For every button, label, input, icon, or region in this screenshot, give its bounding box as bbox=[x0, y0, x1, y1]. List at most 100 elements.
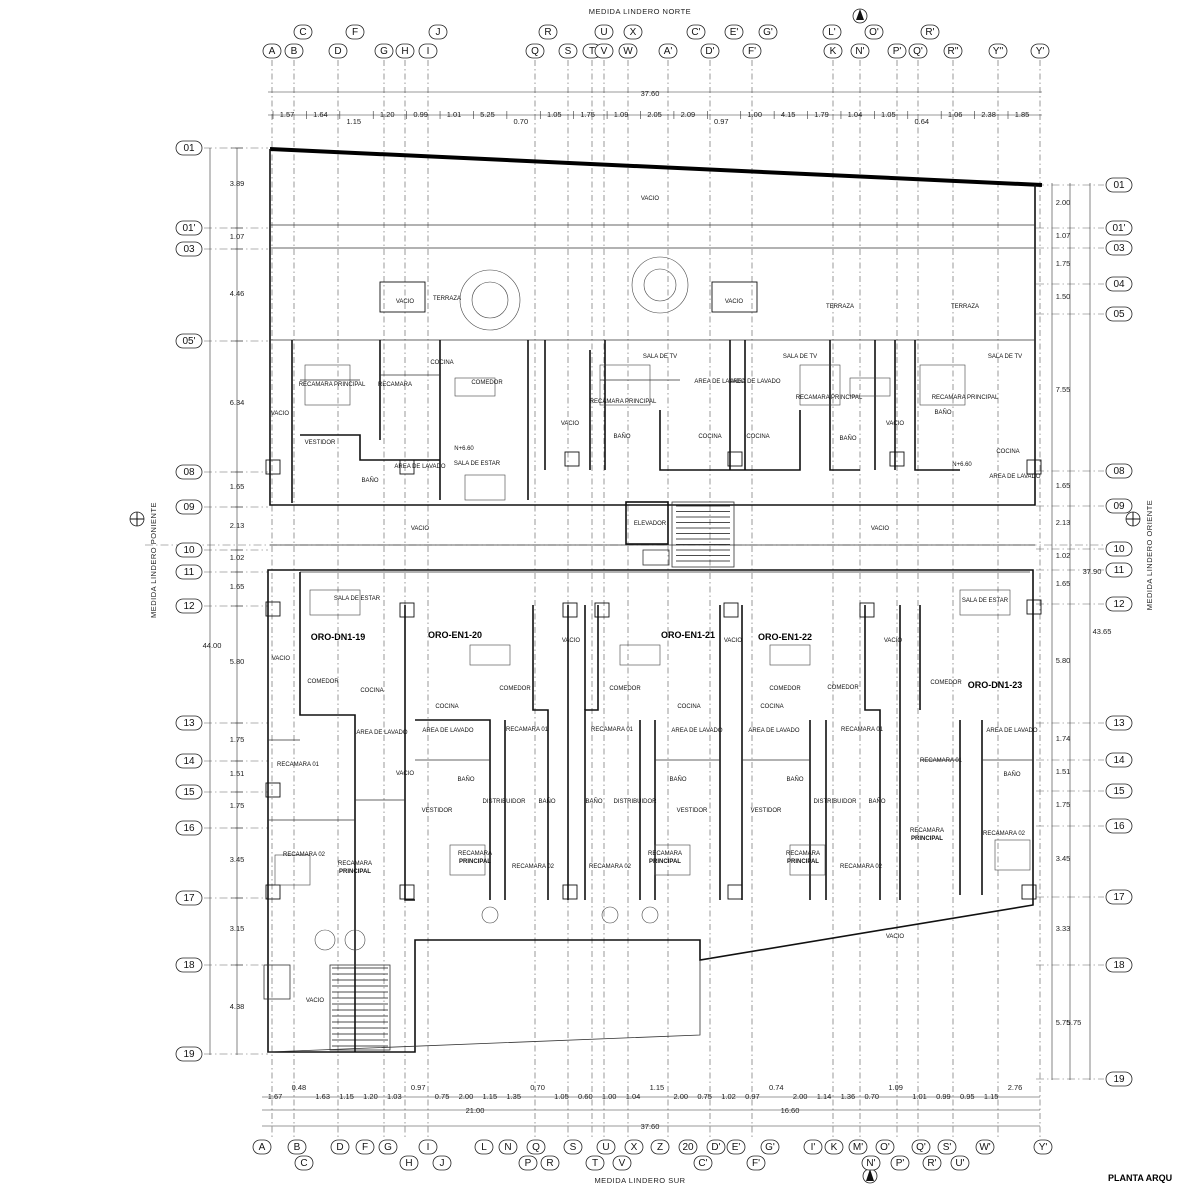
grid-left-bubble-3: 05' bbox=[175, 333, 203, 349]
room-vacio-shaft-1: VACIO bbox=[396, 299, 415, 305]
grid-bottom-upper-bubble-6: L bbox=[474, 1139, 494, 1155]
grid-bottom-upper-bubble-10: U bbox=[596, 1139, 616, 1155]
right-dim-label: 1.02 bbox=[1056, 551, 1071, 560]
svg-text:R': R' bbox=[927, 1158, 936, 1169]
top-dim-label: 1.04 bbox=[848, 110, 863, 119]
svg-text:N': N' bbox=[866, 1158, 875, 1169]
svg-text:12: 12 bbox=[1113, 599, 1125, 610]
svg-text:11: 11 bbox=[184, 567, 195, 578]
grid-bottom-lower-bubble-4: R bbox=[540, 1155, 560, 1171]
room-area-lavado-1: AREA DE LAVADO bbox=[694, 379, 745, 385]
svg-text:A: A bbox=[269, 46, 276, 57]
grid-top-lower-bubble-10: W bbox=[618, 43, 638, 59]
grid-top-lower-bubble-4: H bbox=[395, 43, 415, 59]
room-vacio-stair: VACIO bbox=[306, 998, 325, 1004]
right-dim-label: 1.51 bbox=[1056, 767, 1071, 776]
grid-right-bubble-2: 03 bbox=[1105, 240, 1133, 256]
room-comedor-2: COMEDOR bbox=[307, 679, 339, 685]
grid-bottom-lower-bubble-11: R' bbox=[922, 1155, 942, 1171]
svg-text:H: H bbox=[405, 1158, 412, 1169]
right-dim-label: 1.65 bbox=[1056, 481, 1071, 490]
left-dim-label: 2.13 bbox=[230, 521, 245, 530]
left-dimension-chain: 44.00 3.891.074.466.341.652.131.021.655.… bbox=[203, 147, 245, 1055]
grid-bottom-upper-bubble-21: Q' bbox=[911, 1139, 931, 1155]
lower-units-walls bbox=[265, 451, 1042, 1052]
room-bano-3: BAÑO bbox=[934, 409, 951, 416]
grid-right-bubble-8: 11 bbox=[1105, 562, 1133, 578]
svg-text:11: 11 bbox=[1114, 565, 1125, 576]
top-dim-label: 1.00 bbox=[747, 110, 762, 119]
east-boundary-label: MEDIDA LINDERO ORIENTE bbox=[1145, 500, 1154, 611]
room-recamara-01-3: RECAMARA 01 bbox=[841, 727, 884, 733]
grid-bottom-upper-bubble-20: O' bbox=[875, 1139, 895, 1155]
left-dim-label: 1.02 bbox=[230, 553, 245, 562]
room-recamara-1: RECAMARA bbox=[378, 382, 412, 388]
west-boundary-label: MEDIDA LINDERO PONIENTE bbox=[149, 502, 158, 618]
north-boundary-label: MEDIDA LINDERO NORTE bbox=[589, 7, 691, 16]
grid-bottom-lower-bubble-6: V bbox=[612, 1155, 632, 1171]
bottom-dim-label: 1.15 bbox=[650, 1083, 665, 1092]
room-cocina-8: COCINA bbox=[760, 704, 783, 710]
svg-text:P': P' bbox=[893, 46, 902, 57]
left-dim-label: 4.38 bbox=[230, 1002, 245, 1011]
room-bano-10: BAÑO bbox=[585, 798, 602, 805]
svg-text:U': U' bbox=[955, 1158, 964, 1169]
room-labels: VACIO VACIO VACIO TERRAZA TERRAZA TERRAZ… bbox=[271, 196, 1041, 1004]
left-dim-label: 1.51 bbox=[230, 769, 245, 778]
top-dim-label: 1.64 bbox=[313, 110, 328, 119]
room-recamara-label-1: RECAMARA bbox=[910, 828, 944, 834]
left-dim-label: 6.34 bbox=[230, 398, 245, 407]
right-dim-label: 5.75 bbox=[1067, 1018, 1082, 1027]
svg-text:Q: Q bbox=[531, 46, 539, 57]
room-vacio-lower-2: VACIO bbox=[724, 638, 743, 644]
grid-top-lower-bubble-12: D' bbox=[700, 43, 720, 59]
top-dim-label: 1.09 bbox=[614, 110, 629, 119]
room-comedor-6: COMEDOR bbox=[827, 685, 859, 691]
grid-top-lower-bubble-11: A' bbox=[658, 43, 678, 59]
grid-bottom-upper-bubble-18: K bbox=[824, 1139, 844, 1155]
bottom-dim-label: 1.02 bbox=[721, 1092, 736, 1101]
svg-text:D': D' bbox=[705, 46, 714, 57]
room-area-lavado-2: AREA DE LAVADO bbox=[729, 379, 780, 385]
svg-text:D: D bbox=[334, 46, 341, 57]
grid-top-lower-bubble-14: K bbox=[823, 43, 843, 59]
room-cocina-4: COCINA bbox=[996, 449, 1019, 455]
grid-left-bubble-14: 18 bbox=[175, 957, 203, 973]
grid-top-upper-bubble-9: L' bbox=[822, 24, 842, 40]
svg-text:05: 05 bbox=[1113, 309, 1125, 320]
room-vacio-mid-1: VACIO bbox=[561, 421, 580, 427]
room-bano-9: BAÑO bbox=[538, 798, 555, 805]
left-overall-dimension: 44.00 bbox=[203, 641, 222, 650]
svg-text:R': R' bbox=[925, 27, 934, 38]
room-bano-7: BAÑO bbox=[786, 776, 803, 783]
compass-marker-north bbox=[852, 8, 868, 24]
bottom-dim-label: 2.00 bbox=[793, 1092, 808, 1101]
room-distribuidor-1: DISTRIBUIDOR bbox=[482, 799, 526, 805]
grid-right-bubble-10: 13 bbox=[1105, 715, 1133, 731]
top-dim-label: 0.64 bbox=[914, 117, 929, 126]
svg-text:V: V bbox=[619, 1158, 626, 1169]
room-area-lavado-8: AREA DE LAVADO bbox=[748, 728, 799, 734]
top-dim-label: 0.97 bbox=[714, 117, 729, 126]
grid-bottom-upper-bubble-1: B bbox=[287, 1139, 307, 1155]
vertical-grid-lines bbox=[271, 60, 1041, 1138]
svg-text:16: 16 bbox=[183, 823, 195, 834]
grid-top-upper-bubble-4: U bbox=[594, 24, 614, 40]
right-overall-b: 43.65 bbox=[1093, 627, 1112, 636]
svg-text:F': F' bbox=[748, 46, 756, 57]
grid-bottom-upper-bubble-14: D' bbox=[706, 1139, 726, 1155]
grid-bottom-upper-bubble-22: S' bbox=[937, 1139, 957, 1155]
svg-text:16: 16 bbox=[1113, 821, 1125, 832]
grid-left-bubble-0: 01 bbox=[175, 140, 203, 156]
grid-top-upper-bubble-10: O' bbox=[864, 24, 884, 40]
top-dim-label: 0.99 bbox=[413, 110, 428, 119]
room-cocina-3: COCINA bbox=[746, 434, 769, 440]
svg-text:19: 19 bbox=[183, 1049, 195, 1060]
svg-text:B: B bbox=[291, 46, 298, 57]
room-area-lavado-5: AREA DE LAVADO bbox=[356, 730, 407, 736]
bottom-dim-label: 0.95 bbox=[960, 1092, 975, 1101]
grid-bottom-upper-bubble-23: W' bbox=[975, 1139, 995, 1155]
grid-left-bubble-12: 16 bbox=[175, 820, 203, 836]
grid-bottom-lower-bubble-0: C bbox=[294, 1155, 314, 1171]
svg-text:C': C' bbox=[691, 27, 700, 38]
